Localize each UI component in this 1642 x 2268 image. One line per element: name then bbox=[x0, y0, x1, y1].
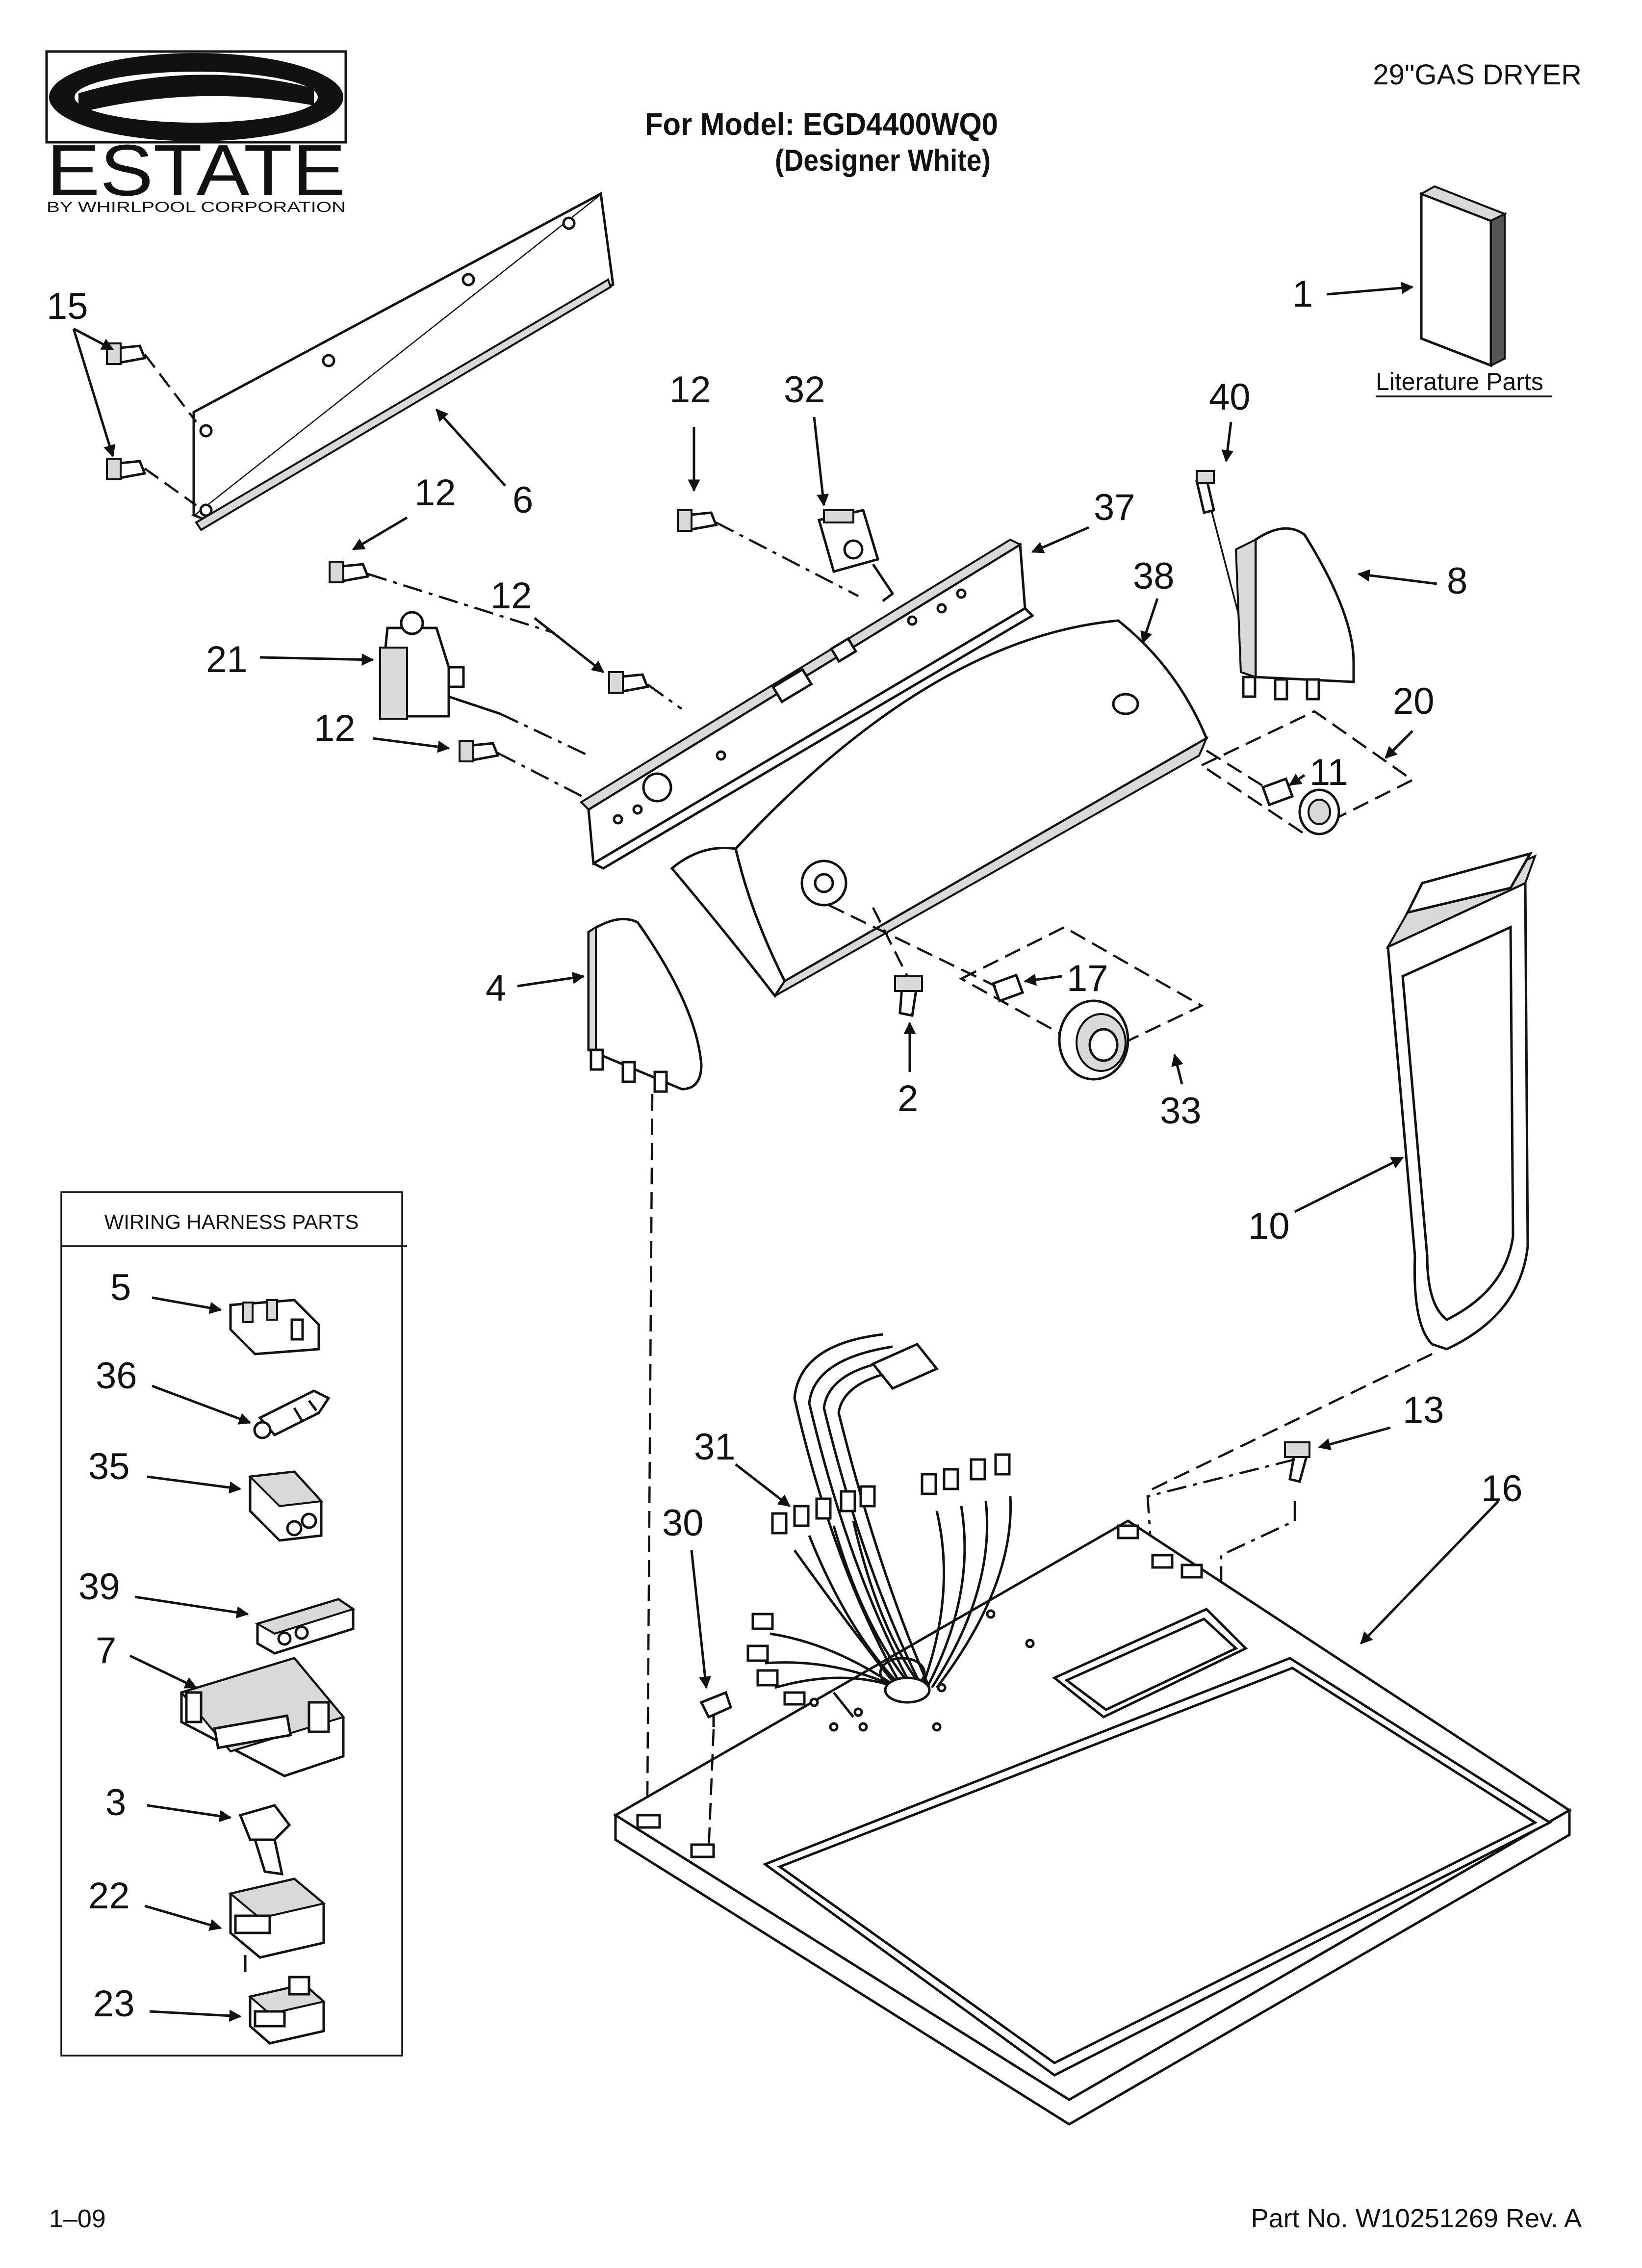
callout-21: 21 bbox=[206, 639, 248, 680]
callout-12b: 12 bbox=[490, 575, 532, 617]
screw-15b bbox=[106, 458, 147, 480]
callout-12a: 12 bbox=[414, 472, 456, 514]
screw-12c bbox=[459, 740, 500, 762]
callout-33: 33 bbox=[1160, 1090, 1202, 1132]
callout-3: 3 bbox=[105, 1782, 126, 1824]
callout-4: 4 bbox=[486, 967, 506, 1009]
wire-harness-31 bbox=[746, 1333, 1012, 1718]
connector-23 bbox=[248, 1976, 326, 2045]
screw-2 bbox=[894, 975, 923, 1017]
callout-7: 7 bbox=[96, 1630, 116, 1671]
brand-tagline: BY WHIRLPOOL CORPORATION bbox=[47, 199, 346, 215]
knob-20 bbox=[1298, 788, 1340, 835]
screw-12d bbox=[677, 509, 718, 532]
product-type: 29"GAS DRYER bbox=[1373, 59, 1582, 91]
callout-12d: 12 bbox=[669, 369, 711, 411]
knob-33 bbox=[1058, 999, 1129, 1081]
callout-35: 35 bbox=[88, 1446, 130, 1487]
callout-32: 32 bbox=[784, 369, 825, 411]
screw-12a bbox=[329, 561, 370, 583]
terminal-36 bbox=[253, 1389, 331, 1439]
callout-8: 8 bbox=[1447, 560, 1467, 602]
estate-logo: ESTATE BY WHIRLPOOL CORPORATION bbox=[45, 50, 347, 215]
clip-3 bbox=[238, 1804, 291, 1876]
callout-16: 16 bbox=[1481, 1468, 1523, 1510]
control-console-38 bbox=[670, 619, 1209, 998]
screw-12b bbox=[608, 671, 649, 694]
screw-13 bbox=[1284, 1441, 1310, 1484]
callout-1: 1 bbox=[1292, 273, 1313, 315]
harness-block-7 bbox=[180, 1657, 345, 1777]
housing-35 bbox=[248, 1470, 324, 1542]
callout-2: 2 bbox=[898, 1078, 918, 1120]
screw-40 bbox=[1195, 470, 1215, 515]
callout-23: 23 bbox=[93, 1983, 135, 2025]
screw-15a bbox=[106, 342, 147, 365]
model-color: (Designer White) bbox=[775, 144, 991, 178]
callout-37: 37 bbox=[1094, 487, 1135, 528]
switch-32 bbox=[817, 509, 895, 602]
callout-40: 40 bbox=[1209, 376, 1251, 418]
clip-30 bbox=[699, 1691, 733, 1727]
console-frame-37 bbox=[579, 538, 1035, 870]
clip-11 bbox=[1261, 777, 1294, 807]
callout-10: 10 bbox=[1248, 1205, 1290, 1247]
callout-36: 36 bbox=[96, 1355, 137, 1397]
lint-screen-10 bbox=[1385, 852, 1537, 1351]
callout-22: 22 bbox=[88, 1875, 130, 1917]
literature-booklet bbox=[1419, 185, 1507, 367]
clip-17 bbox=[991, 973, 1025, 1003]
model-number: For Model: EGD4400WQ0 bbox=[645, 106, 998, 142]
left-end-cap-4 bbox=[587, 917, 703, 1093]
callout-15: 15 bbox=[47, 286, 88, 327]
timer-21 bbox=[379, 611, 501, 720]
callout-11: 11 bbox=[1309, 752, 1348, 793]
callout-5: 5 bbox=[110, 1267, 131, 1308]
connector-5 bbox=[229, 1299, 320, 1356]
callout-13: 13 bbox=[1403, 1389, 1444, 1431]
brand-name: ESTATE bbox=[47, 130, 346, 211]
callout-17: 17 bbox=[1067, 958, 1108, 999]
callout-20: 20 bbox=[1393, 680, 1435, 722]
callout-30: 30 bbox=[662, 1502, 704, 1544]
literature-label: Literature Parts bbox=[1376, 368, 1543, 395]
rear-console-panel bbox=[191, 191, 615, 531]
callout-12c: 12 bbox=[314, 707, 356, 749]
callout-38: 38 bbox=[1133, 555, 1175, 597]
wiring-box-title: WIRING HARNESS PARTS bbox=[104, 1210, 359, 1233]
date-code: 1–09 bbox=[49, 2205, 106, 2233]
callout-39: 39 bbox=[78, 1566, 120, 1608]
top-panel-16 bbox=[613, 1519, 1572, 2126]
housing-39 bbox=[255, 1598, 356, 1655]
callout-31: 31 bbox=[694, 1426, 736, 1468]
right-end-cap-8 bbox=[1234, 527, 1355, 701]
callout-6: 6 bbox=[513, 479, 533, 521]
part-number: Part No. W10251269 Rev. A bbox=[1251, 2204, 1582, 2233]
connector-22 bbox=[228, 1877, 326, 1972]
wiring-harness-box: WIRING HARNESS PARTS 5 36 35 bbox=[60, 1191, 407, 2057]
